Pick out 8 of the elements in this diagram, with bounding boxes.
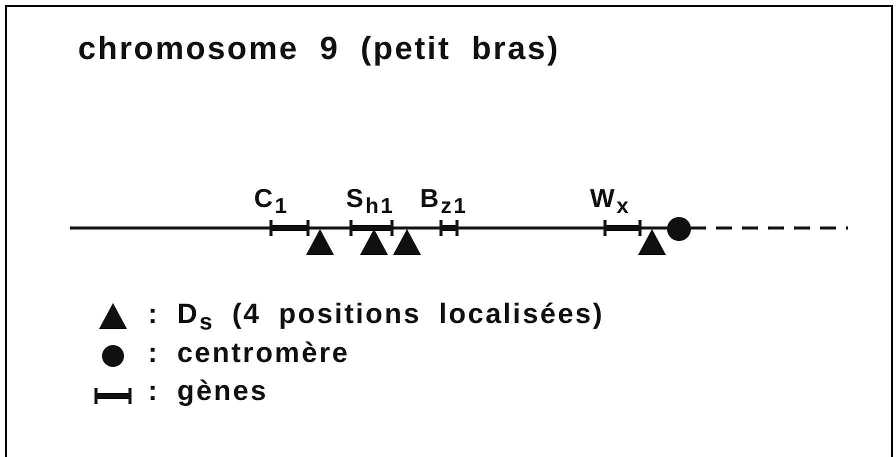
legend-text: : D$_{s}$ (4 positions localisées) [148, 298, 604, 336]
legend-text: : gènes [148, 375, 268, 407]
legend-text: : centromère [148, 337, 350, 369]
gene-label: W$_{x}$ [590, 183, 631, 220]
diagram-title: chromosome 9 (petit bras) [78, 30, 560, 67]
gene-label: S$_{h1}$ [346, 183, 395, 220]
gene-label: C$_{1}$ [254, 183, 289, 220]
gene-label: B$_{z1}$ [420, 183, 468, 220]
